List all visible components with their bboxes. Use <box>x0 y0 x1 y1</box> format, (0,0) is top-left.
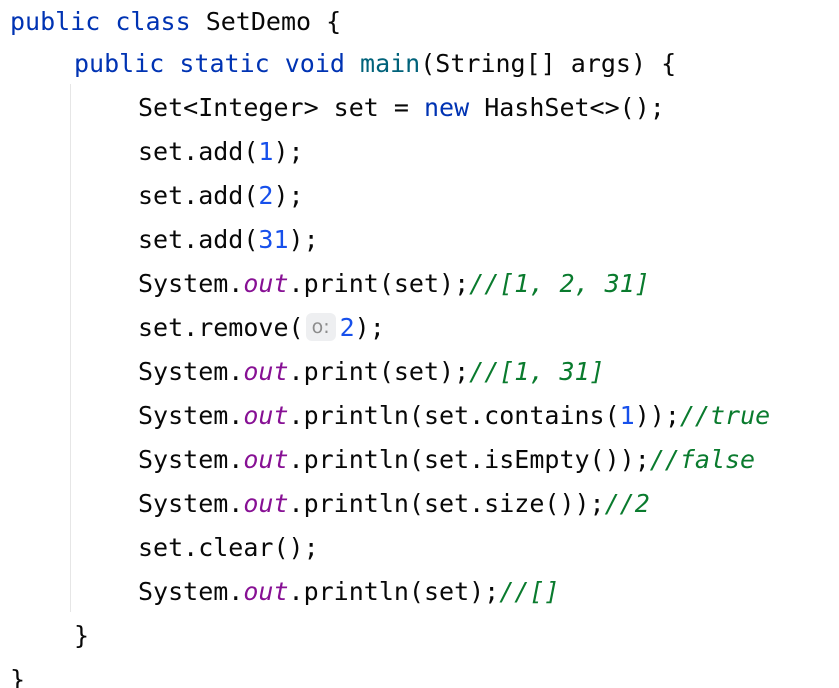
system-class: System. <box>138 489 244 518</box>
method-call: .print(set); <box>288 269 470 298</box>
method-call: set.clear(); <box>138 533 319 562</box>
code-line-3[interactable]: Set<Integer> set = new HashSet<>(); <box>138 86 665 130</box>
field-out: out <box>243 577 289 606</box>
comment: //[1, 31] <box>469 357 605 386</box>
keyword-public: public <box>74 49 165 78</box>
method-call: set.add( <box>138 181 259 210</box>
code-line-9[interactable]: System.out.print(set);//[1, 31] <box>138 350 605 394</box>
keyword-public: public <box>10 7 101 36</box>
indent-guide <box>70 84 71 612</box>
code-line-13[interactable]: set.clear(); <box>138 526 319 570</box>
call-end: ); <box>273 137 304 166</box>
number-literal: 31 <box>258 225 289 254</box>
system-class: System. <box>138 401 244 430</box>
field-out: out <box>243 445 289 474</box>
field-out: out <box>243 357 289 386</box>
method-call: set.add( <box>138 137 259 166</box>
method-call: .println(set.contains( <box>288 401 620 430</box>
keyword-new: new <box>423 93 470 122</box>
call-end: ); <box>354 313 385 342</box>
parameter-hint: o: <box>305 313 336 341</box>
method-call: .println(set.isEmpty()); <box>288 445 650 474</box>
call-end: ); <box>288 225 319 254</box>
code-line-2[interactable]: public static void main(String[] args) { <box>74 42 676 86</box>
code-line-8[interactable]: set.remove(o:2); <box>138 306 385 350</box>
method-call: .print(set); <box>288 357 470 386</box>
system-class: System. <box>138 445 244 474</box>
comment: //false <box>649 445 756 474</box>
method-params: (String[] args) { <box>420 49 677 78</box>
method-call: .println(set.size()); <box>288 489 605 518</box>
code-line-10[interactable]: System.out.println(set.contains(1));//tr… <box>138 394 770 438</box>
code-line-15[interactable]: } <box>74 614 89 658</box>
call-end: )); <box>634 401 680 430</box>
keyword-class: class <box>115 7 191 36</box>
field-out: out <box>243 269 289 298</box>
code-line-1[interactable]: public class SetDemo { <box>10 0 341 44</box>
method-call: set.add( <box>138 225 259 254</box>
number-literal: 2 <box>258 181 274 210</box>
closing-brace: } <box>10 665 26 688</box>
code-line-5[interactable]: set.add(2); <box>138 174 304 218</box>
code-line-12[interactable]: System.out.println(set.size());//2 <box>138 482 650 526</box>
code-line-14[interactable]: System.out.println(set);//[] <box>138 570 559 614</box>
code-line-16[interactable]: } <box>10 658 25 688</box>
declaration: Set<Integer> set = <box>138 93 424 122</box>
number-literal: 1 <box>619 401 635 430</box>
method-call: .println(set); <box>288 577 500 606</box>
field-out: out <box>243 401 289 430</box>
comment: //2 <box>604 489 650 518</box>
system-class: System. <box>138 357 244 386</box>
call-end: ); <box>273 181 304 210</box>
method-main: main <box>360 49 421 78</box>
code-line-4[interactable]: set.add(1); <box>138 130 304 174</box>
system-class: System. <box>138 269 244 298</box>
comment: //true <box>679 401 771 430</box>
keyword-void: void <box>284 49 345 78</box>
system-class: System. <box>138 577 244 606</box>
code-line-6[interactable]: set.add(31); <box>138 218 319 262</box>
keyword-static: static <box>179 49 270 78</box>
number-literal: 1 <box>258 137 274 166</box>
comment: //[1, 2, 31] <box>469 269 650 298</box>
field-out: out <box>243 489 289 518</box>
method-call: set.remove( <box>138 313 304 342</box>
closing-brace: } <box>74 621 90 650</box>
number-literal: 2 <box>339 313 355 342</box>
comment: //[] <box>499 577 560 606</box>
class-name: SetDemo { <box>190 7 342 36</box>
constructor-call: HashSet<>(); <box>469 93 665 122</box>
code-line-7[interactable]: System.out.print(set);//[1, 2, 31] <box>138 262 650 306</box>
code-line-11[interactable]: System.out.println(set.isEmpty());//fals… <box>138 438 755 482</box>
